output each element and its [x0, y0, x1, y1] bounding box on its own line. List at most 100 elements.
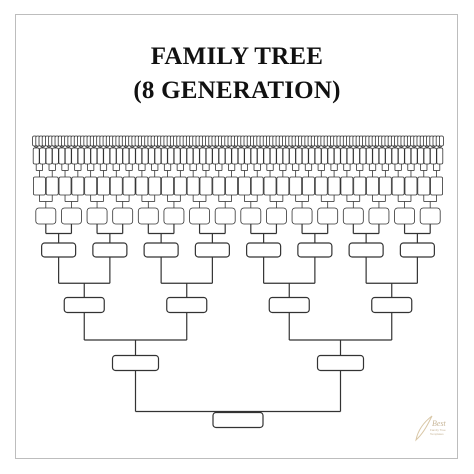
- ancestor-box: [397, 147, 405, 165]
- ancestor-box: [289, 147, 296, 165]
- ancestor-box: [429, 147, 437, 165]
- ancestor-box: [282, 147, 290, 165]
- ancestor-box: [45, 147, 53, 165]
- ancestor-box: [372, 147, 380, 165]
- ancestor-box: [84, 176, 98, 196]
- ancestor-box: [269, 147, 277, 165]
- ancestor-box: [225, 176, 238, 196]
- ancestor-box: [61, 207, 82, 225]
- ancestor-box: [212, 411, 264, 429]
- ancestor-box: [365, 147, 373, 165]
- ancestor-box: [368, 207, 390, 225]
- ancestor-box: [366, 176, 379, 196]
- ancestor-box: [238, 176, 251, 196]
- ancestor-box: [430, 176, 443, 196]
- ancestor-box: [90, 147, 98, 165]
- ancestor-box: [71, 176, 85, 196]
- ancestor-box: [163, 207, 185, 225]
- ancestor-box: [167, 147, 175, 165]
- ancestor-box: [141, 147, 149, 165]
- ancestor-box: [186, 147, 194, 165]
- ancestor-box: [71, 147, 79, 165]
- ancestor-box: [122, 147, 130, 165]
- ancestor-box: [122, 176, 136, 196]
- ancestor-box: [436, 147, 444, 165]
- ancestor-box: [96, 147, 104, 165]
- ancestor-box: [410, 147, 418, 165]
- ancestor-box: [189, 207, 210, 225]
- ancestor-box: [194, 242, 230, 258]
- ancestor-box: [301, 147, 309, 165]
- ancestor-box: [160, 147, 168, 165]
- watermark-sub: Family Tree Templates: [430, 428, 446, 436]
- ancestor-box: [86, 207, 108, 225]
- ancestor-box: [419, 207, 441, 225]
- ancestor-box: [423, 147, 431, 165]
- ancestor-box: [237, 147, 245, 165]
- ancestor-box: [244, 147, 252, 165]
- ancestor-box: [353, 176, 367, 196]
- ancestor-box: [173, 176, 187, 196]
- ancestor-box: [394, 207, 415, 225]
- ancestor-box: [35, 207, 57, 225]
- ancestor-box: [128, 147, 136, 165]
- ancestor-box: [295, 147, 303, 165]
- ancestor-box: [371, 296, 413, 314]
- ancestor-box: [404, 147, 412, 165]
- ancestor-box: [161, 176, 174, 196]
- ancestor-box: [92, 242, 128, 258]
- ancestor-box: [148, 147, 155, 165]
- ancestor-box: [186, 176, 200, 196]
- ancestor-box: [199, 147, 207, 165]
- ancestor-box: [52, 147, 59, 165]
- ancestor-box: [342, 207, 364, 225]
- ancestor-box: [166, 296, 208, 314]
- ancestor-box: [240, 207, 262, 225]
- ancestor-box: [154, 147, 162, 165]
- ancestor-box: [321, 147, 328, 165]
- ancestor-box: [308, 147, 316, 165]
- ancestor-box: [143, 242, 179, 258]
- ancestor-box: [109, 147, 117, 165]
- ancestor-box: [404, 176, 418, 196]
- ancestor-box: [348, 242, 384, 258]
- page-title: FAMILY TREE: [150, 43, 324, 70]
- ancestor-box: [257, 147, 264, 165]
- ancestor-box: [135, 147, 143, 165]
- ancestor-box: [276, 176, 290, 196]
- ancestor-box: [103, 147, 111, 165]
- ancestor-box: [111, 354, 160, 372]
- ancestor-box: [340, 176, 354, 196]
- ancestor-box: [39, 147, 47, 165]
- feather-logo-icon: [415, 415, 433, 442]
- ancestor-box: [109, 176, 123, 196]
- ancestor-box: [58, 147, 66, 165]
- ancestor-box: [391, 176, 405, 196]
- ancestor-box: [359, 147, 367, 165]
- ancestor-box: [41, 242, 77, 258]
- ancestor-box: [417, 176, 431, 196]
- watermark-brand: Best: [432, 419, 446, 428]
- ancestor-box: [276, 147, 284, 165]
- ancestor-box: [32, 147, 40, 165]
- ancestor-box: [378, 176, 392, 196]
- ancestor-box: [263, 147, 271, 165]
- ancestor-box: [250, 176, 264, 196]
- ancestor-box: [327, 176, 341, 196]
- ancestor-box: [346, 147, 354, 165]
- ancestor-box: [291, 207, 313, 225]
- ancestor-box: [314, 147, 322, 165]
- ancestor-box: [218, 147, 226, 165]
- ancestor-box: [224, 147, 232, 165]
- ancestor-box: [317, 207, 339, 225]
- ancestor-box: [340, 147, 348, 165]
- ancestor-box: [391, 147, 399, 165]
- ancestor-box: [385, 147, 392, 165]
- ancestor-box: [205, 147, 213, 165]
- ancestor-box: [263, 176, 277, 196]
- ancestor-box: [58, 176, 72, 196]
- page-border: [15, 14, 458, 459]
- ancestor-box: [417, 147, 424, 165]
